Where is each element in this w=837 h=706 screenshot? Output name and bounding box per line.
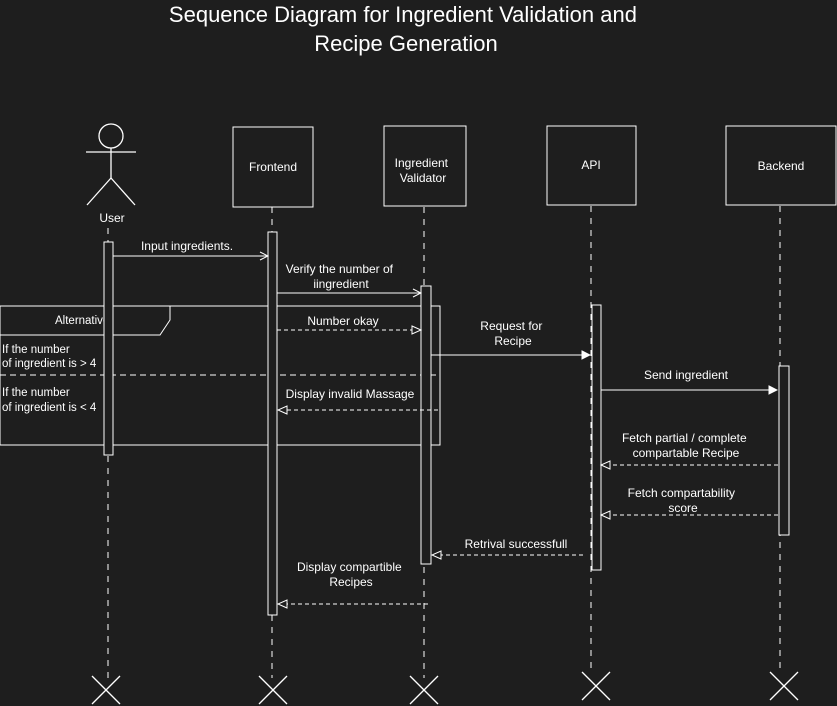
alt-fragment-tab	[0, 306, 171, 336]
message-label-number-okay: Number okay	[307, 314, 378, 328]
participant-backend-box	[725, 125, 837, 206]
alt-fragment-frame	[0, 305, 441, 446]
destroy-api-icon	[581, 671, 611, 701]
diagram-title: Sequence Diagram for Ingredient Validati…	[169, 2, 643, 56]
message-label-invalid: Display invalid Massage	[286, 387, 415, 401]
alt-guard-less: If the number of ingredient is < 4	[2, 387, 97, 414]
participant-frontend-box	[232, 126, 314, 208]
activation-api	[591, 304, 602, 571]
message-label-verify: Verify the number of iingredient	[286, 262, 397, 291]
destroy-user-icon	[91, 675, 121, 705]
diagram-title-line: Recipe Generation	[314, 31, 497, 56]
diagram-title-line: Sequence Diagram for Ingredient Validati…	[169, 2, 637, 27]
activation-user	[103, 241, 114, 456]
message-label-retrival: Retrival successfull	[465, 537, 568, 551]
message-label-display-recipes: Display compartible Recipes	[297, 560, 405, 589]
participant-frontend-label: Frontend	[249, 160, 297, 174]
participant-api-box	[546, 125, 637, 206]
activation-frontend	[267, 231, 278, 616]
destroy-frontend-icon	[258, 675, 288, 705]
message-label-request-recipe: Request for Recipe	[480, 319, 545, 348]
participant-backend-label: Backend	[758, 159, 805, 173]
activation-ingredient-validator	[420, 285, 432, 565]
message-label-fetch-recipe: Fetch partial / complete compartable Rec…	[622, 431, 750, 460]
alt-fragment-label: Alternative	[55, 315, 109, 327]
message-label-input-ingredients: Input ingredients.	[141, 239, 233, 253]
participant-ingredient-validator-label: Ingredient Validator	[395, 156, 452, 185]
participant-user-label: User	[99, 211, 124, 225]
participant-ingredient-validator-box	[383, 125, 467, 207]
participant-api-label: API	[581, 158, 600, 172]
alt-guard-greater: If the number of ingredient is > 4	[2, 344, 97, 370]
message-label-send-ingredient: Send ingredient	[644, 368, 729, 382]
destroy-backend-icon	[769, 671, 799, 701]
destroy-ingredient-validator-icon	[409, 675, 439, 705]
message-label-fetch-score: Fetch compartability score	[628, 486, 739, 515]
user-actor-icon	[86, 123, 136, 206]
activation-backend	[778, 365, 790, 536]
